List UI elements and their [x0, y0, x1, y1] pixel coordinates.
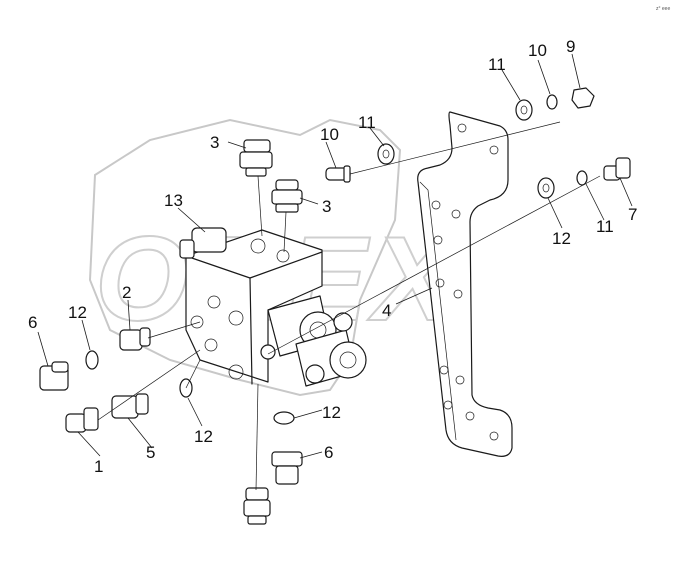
callout-12-bottom: 12 [322, 403, 341, 422]
part-10-lockwasher-a [546, 94, 558, 110]
assembly-lines [97, 121, 601, 491]
part-8-pin [325, 165, 351, 183]
callout-3-mid: 3 [322, 197, 331, 216]
callout-9: 9 [566, 37, 575, 56]
callout-11-top: 11 [488, 55, 506, 74]
part-12-seal-c [273, 411, 295, 425]
part-11-washer-b [515, 99, 533, 121]
callout-13: 13 [164, 191, 183, 210]
callout-12-mid: 12 [194, 427, 213, 446]
callout-labels: 3 3 13 10 11 11 10 9 12 11 7 4 6 12 2 1 … [28, 37, 637, 476]
callout-8: 10 [320, 125, 339, 144]
callout-11-left: 11 [358, 113, 376, 132]
part-5-fitting [111, 393, 149, 419]
part-1-fitting [65, 407, 99, 433]
callout-6-left: 6 [28, 313, 37, 332]
part-10-lockwasher-b [576, 170, 588, 186]
callout-6-bottom: 6 [324, 443, 333, 462]
part-6-plug-bottom [271, 451, 303, 485]
part-7-bolt [603, 157, 631, 181]
part-13-fitting [179, 227, 227, 259]
callout-1: 1 [94, 457, 103, 476]
mounting-bracket [417, 111, 513, 457]
callout-4: 4 [382, 301, 391, 320]
part-6-plug-left [39, 361, 69, 391]
part-3-fitting-top [239, 139, 273, 177]
part-3-fitting-mid [271, 179, 303, 213]
callout-7: 7 [628, 205, 637, 224]
part-11-washer-a [377, 143, 395, 165]
callout-10-top: 10 [528, 41, 547, 60]
callout-2: 2 [122, 283, 131, 302]
part-9-nut [571, 87, 595, 109]
callout-12-left: 12 [68, 303, 87, 322]
corner-mark: z° eee [656, 6, 670, 12]
leader-lines [37, 53, 633, 459]
callout-3-top: 3 [210, 133, 219, 152]
part-11-washer-c [537, 177, 555, 199]
solenoid-valves [260, 295, 367, 387]
part-2-fitting [119, 327, 151, 351]
callout-10-right: 11 [596, 217, 614, 236]
part-12-seal-a [85, 350, 99, 370]
part-3-fitting-bottom [243, 487, 271, 525]
callout-11-right: 12 [552, 229, 571, 248]
callout-5: 5 [146, 443, 155, 462]
